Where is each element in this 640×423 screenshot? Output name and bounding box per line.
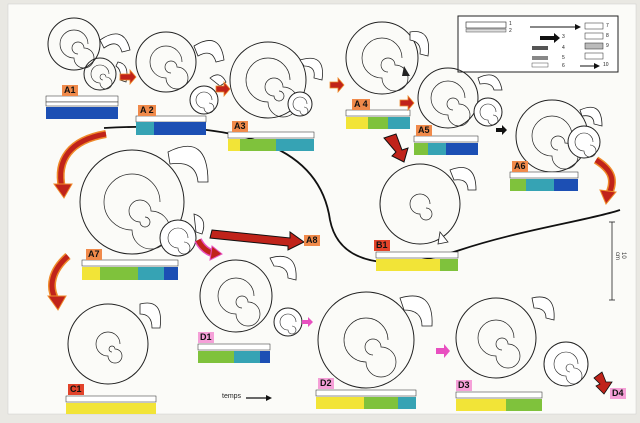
legend-num-2: 2 bbox=[509, 28, 512, 34]
arrow-A-A7 bbox=[58, 131, 107, 189]
legend-num-4: 4 bbox=[562, 45, 565, 51]
label-B1: B1 bbox=[374, 240, 390, 251]
label-A8: A8 bbox=[304, 235, 320, 246]
bar-C1 bbox=[65, 395, 157, 414]
bar-A1 bbox=[45, 95, 119, 119]
arrow-A3-A4 bbox=[329, 76, 345, 94]
shell-A4 bbox=[345, 21, 429, 95]
shell-B1 bbox=[379, 163, 477, 245]
legend-num-8: 8 bbox=[606, 33, 609, 39]
label-A3: A3 bbox=[232, 121, 248, 132]
legend-num-10: 10 bbox=[603, 62, 609, 68]
time-label: temps bbox=[222, 393, 242, 400]
arrow-A7-A8 bbox=[209, 229, 305, 251]
bar-D1 bbox=[197, 343, 271, 363]
bar-D3 bbox=[455, 391, 543, 411]
arrow-A5-A6 bbox=[496, 125, 507, 135]
shell-A2 bbox=[135, 31, 227, 115]
legend-num-5: 5 bbox=[562, 55, 565, 61]
shell-D2 bbox=[317, 291, 433, 389]
shell-A7 bbox=[79, 146, 209, 257]
arrow-D3-D4 bbox=[593, 371, 613, 395]
bar-A4 bbox=[345, 109, 411, 129]
label-D1: D1 bbox=[198, 332, 214, 343]
arrow-A4-A5 bbox=[399, 94, 415, 112]
legend-box bbox=[457, 15, 619, 73]
arrow-D1-D2 bbox=[302, 317, 313, 327]
arrow-A2-A3 bbox=[215, 80, 231, 98]
bar-A6 bbox=[509, 171, 579, 191]
arrow-A1-A2 bbox=[119, 68, 137, 86]
bar-A2 bbox=[135, 115, 207, 135]
label-D4: D4 bbox=[610, 388, 626, 399]
shell-C1 bbox=[67, 302, 161, 385]
legend-num-9: 9 bbox=[606, 43, 609, 49]
bar-A7 bbox=[81, 259, 179, 280]
bar-A5 bbox=[413, 135, 479, 155]
bar-A3 bbox=[227, 131, 315, 151]
arrow-D2-D3 bbox=[436, 344, 450, 358]
bar-D2 bbox=[315, 389, 417, 409]
legend-num-7: 7 bbox=[606, 23, 609, 29]
legend-num-3: 3 bbox=[562, 34, 565, 40]
label-A5: A5 bbox=[416, 125, 432, 136]
label-D2: D2 bbox=[318, 378, 334, 389]
label-A2: A 2 bbox=[138, 105, 156, 116]
label-C1: C1 bbox=[68, 384, 84, 395]
legend-num-6: 6 bbox=[562, 63, 565, 69]
label-A7: A7 bbox=[86, 249, 102, 260]
bar-B1 bbox=[375, 251, 459, 271]
scale-label: 10 cm bbox=[614, 252, 626, 260]
shell-A5 bbox=[417, 67, 503, 129]
arrow-A4-B1 bbox=[383, 133, 409, 163]
shell-A3 bbox=[229, 41, 323, 119]
time-arrow bbox=[246, 395, 272, 401]
scale-bar bbox=[609, 221, 615, 301]
label-D3: D3 bbox=[456, 380, 472, 391]
label-A1: A1 bbox=[62, 85, 78, 96]
shell-D3 bbox=[455, 296, 589, 387]
legend-num-1: 1 bbox=[509, 21, 512, 27]
label-A4: A 4 bbox=[352, 99, 370, 110]
label-A6: A6 bbox=[512, 161, 528, 172]
